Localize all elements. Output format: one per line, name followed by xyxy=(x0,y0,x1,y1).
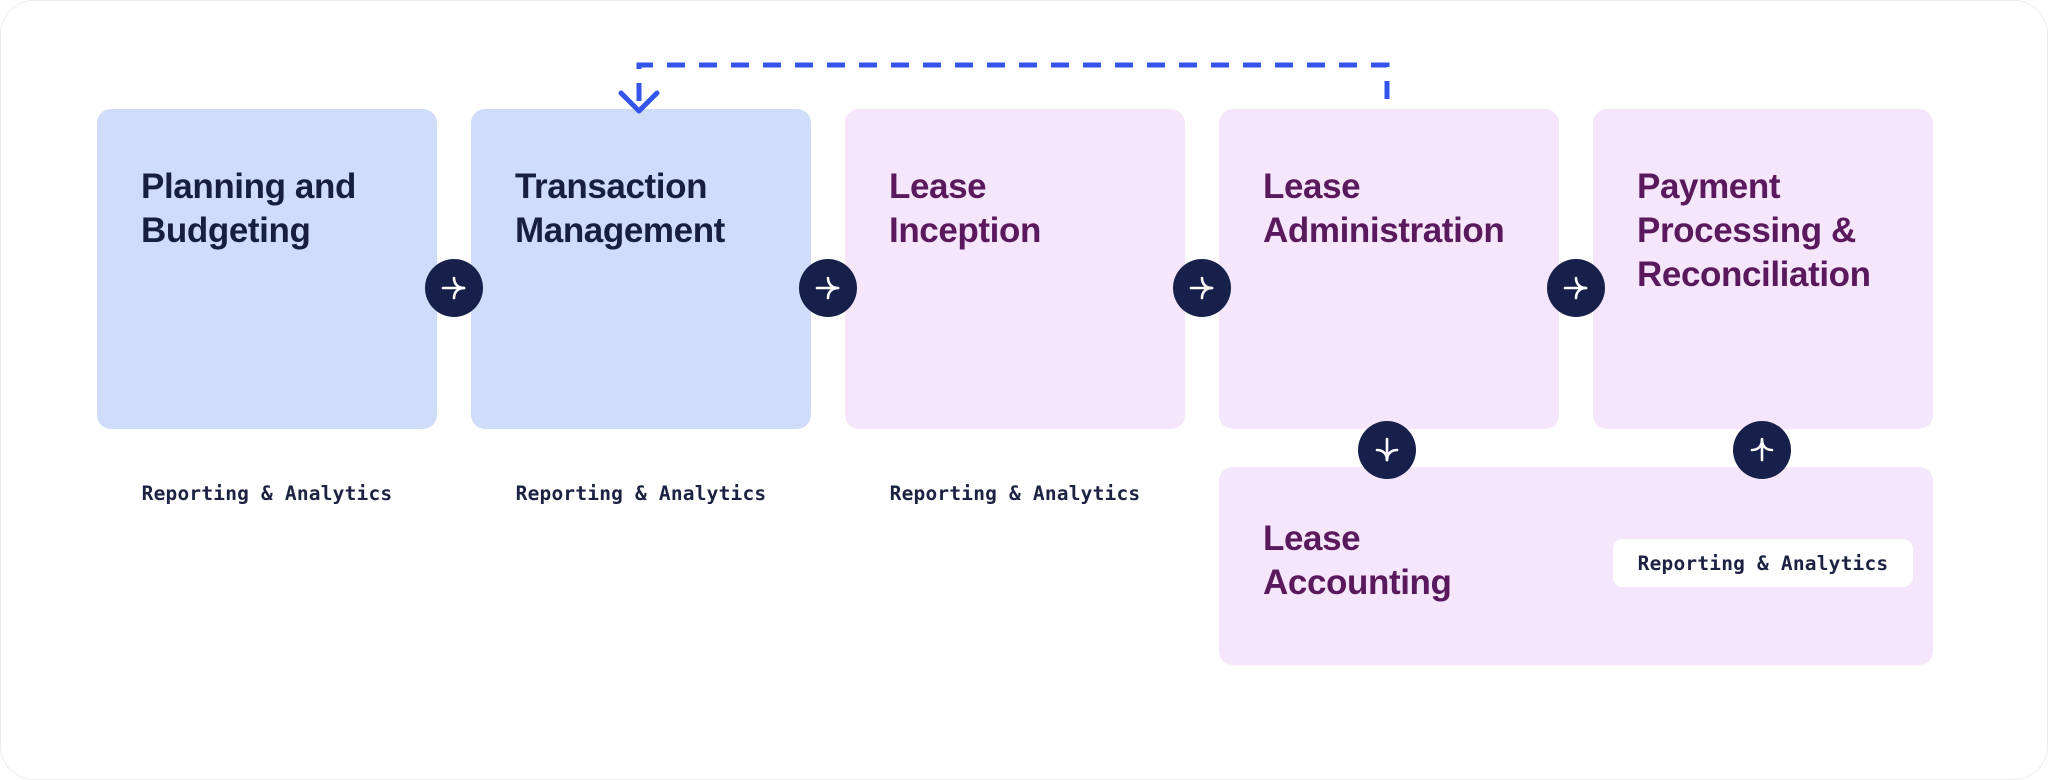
stage-title: Lease Accounting xyxy=(1263,519,1452,603)
stage-title: Payment Processing & Reconciliation xyxy=(1637,167,1871,295)
stage-card-lease-inception[interactable]: Lease Inception Reporting & Analytics xyxy=(845,109,1185,517)
stage-card-lease-administration[interactable]: Lease Administration Reporting & Analyti… xyxy=(1219,109,1559,517)
arrow-right-icon-3 xyxy=(1173,259,1231,317)
arrow-right-icon-1 xyxy=(425,259,483,317)
stage-title: Lease Inception xyxy=(889,167,1041,251)
reporting-analytics-badge: Reporting & Analytics xyxy=(1613,539,1913,587)
stage-card-planning-and-budgeting[interactable]: Planning and Budgeting Reporting & Analy… xyxy=(97,109,437,517)
reporting-analytics-badge: Reporting & Analytics xyxy=(499,469,783,517)
stage-card-payment-processing-and-reconciliation[interactable]: Payment Processing & Reconciliation Repo… xyxy=(1593,109,1933,517)
arrow-right-icon-2 xyxy=(799,259,857,317)
footer: NAKISA® Nakisa Inc. All Rights Reserved … xyxy=(1,659,2047,779)
arrow-down-icon xyxy=(1358,421,1416,479)
stage-card-lease-accounting[interactable]: Lease Accounting Reporting & Analytics xyxy=(1219,467,1933,665)
stage-title: Planning and Budgeting xyxy=(141,167,356,251)
reporting-analytics-badge: Reporting & Analytics xyxy=(869,469,1161,517)
arrow-up-icon xyxy=(1733,421,1791,479)
stage-card-transaction-management[interactable]: Transaction Management Reporting & Analy… xyxy=(471,109,811,517)
stage-title: Lease Administration xyxy=(1263,167,1505,251)
reporting-analytics-badge: Reporting & Analytics xyxy=(129,469,405,517)
stage-title: Transaction Management xyxy=(515,167,725,251)
arrow-right-icon-4 xyxy=(1547,259,1605,317)
